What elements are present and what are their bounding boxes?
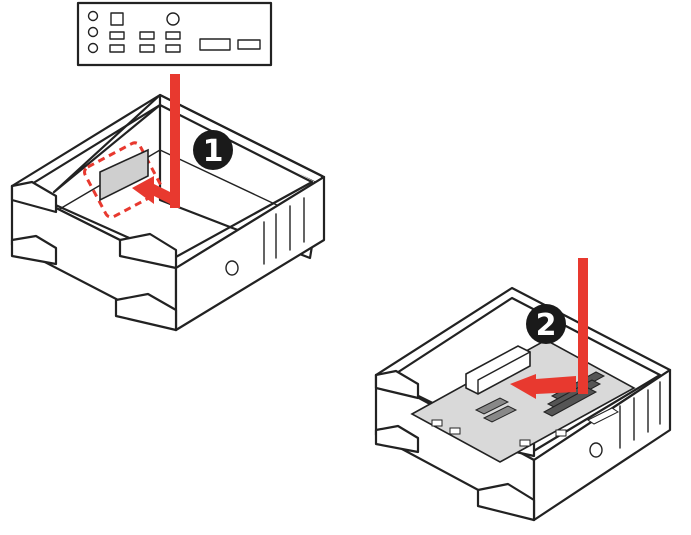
step-2-number: 2 [536, 308, 557, 343]
arrow-down-icon [170, 74, 180, 208]
step-1-number: 1 [203, 134, 224, 169]
pc-case-icon [10, 93, 326, 332]
step-1-badge: 1 [193, 130, 233, 170]
arrow-left-icon [132, 176, 170, 204]
step-2-badge: 2 [526, 304, 566, 344]
arrow-down-icon [578, 258, 588, 394]
io-shield-icon [76, 1, 273, 67]
arrow-left-icon [510, 374, 576, 399]
